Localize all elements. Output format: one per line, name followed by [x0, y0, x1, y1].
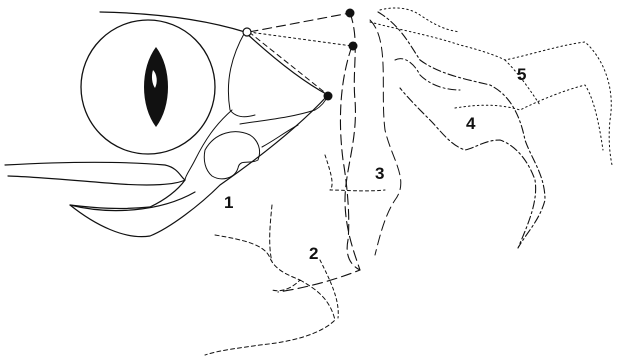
structure-5-outline: [370, 22, 612, 165]
label-3: 3: [375, 164, 384, 183]
label-2: 2: [309, 244, 318, 263]
preorbital-bone: [228, 32, 255, 117]
preopercle-line: [240, 95, 328, 124]
structure-4-outline: [378, 12, 545, 248]
label-4: 4: [466, 114, 476, 133]
landmark-point-open: [243, 28, 251, 36]
structure-5-upper: [380, 8, 460, 32]
cheek-bone: [204, 132, 259, 179]
label-5: 5: [517, 65, 526, 84]
structure-3-right: [370, 20, 401, 255]
landmark-point-upper: [346, 9, 355, 18]
upper-jaw: [5, 162, 185, 185]
structure-3-outline: [278, 13, 360, 292]
structure-2-outline: [205, 205, 335, 355]
dashed-line-upper: [249, 13, 350, 32]
landmark-point-middle: [349, 42, 358, 51]
label-1: 1: [224, 193, 233, 212]
dashed-line-lower: [249, 32, 328, 95]
structure-3-inner: [340, 46, 360, 270]
landmark-point-jaw: [324, 92, 333, 101]
interopercle-line: [262, 125, 298, 147]
